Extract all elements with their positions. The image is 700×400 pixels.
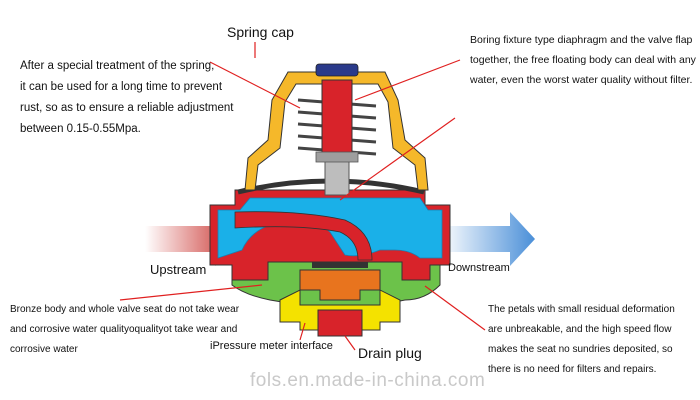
spring-note: After a special treatment of the spring,…	[20, 60, 234, 135]
valve-disc	[312, 262, 368, 268]
drain-plug-label: Drain plug	[358, 345, 422, 361]
pointer-lines	[119, 42, 486, 351]
valve-seat	[299, 269, 381, 301]
bronze-note: Bronze body and whole valve seat do not …	[10, 304, 240, 355]
watermark: fols.en.made-in-china.com	[250, 370, 486, 391]
pressure-meter-label: iPressure meter interface	[210, 340, 333, 352]
downstream-arrow	[440, 212, 535, 266]
upstream-label: Upstream	[150, 262, 207, 277]
flow-passage	[234, 211, 373, 261]
spring-cap-housing	[244, 71, 429, 191]
diaphragm-note: Boring fixture type diaphragm and the va…	[470, 34, 696, 86]
drain-plug	[317, 309, 363, 337]
downstream-label: Downstream	[448, 262, 510, 274]
adjusting-screw	[321, 79, 353, 156]
cap-knob	[315, 63, 359, 77]
spring-cap-label: Spring cap	[227, 24, 294, 40]
petals-note: The petals with small residual deformati…	[488, 304, 675, 375]
